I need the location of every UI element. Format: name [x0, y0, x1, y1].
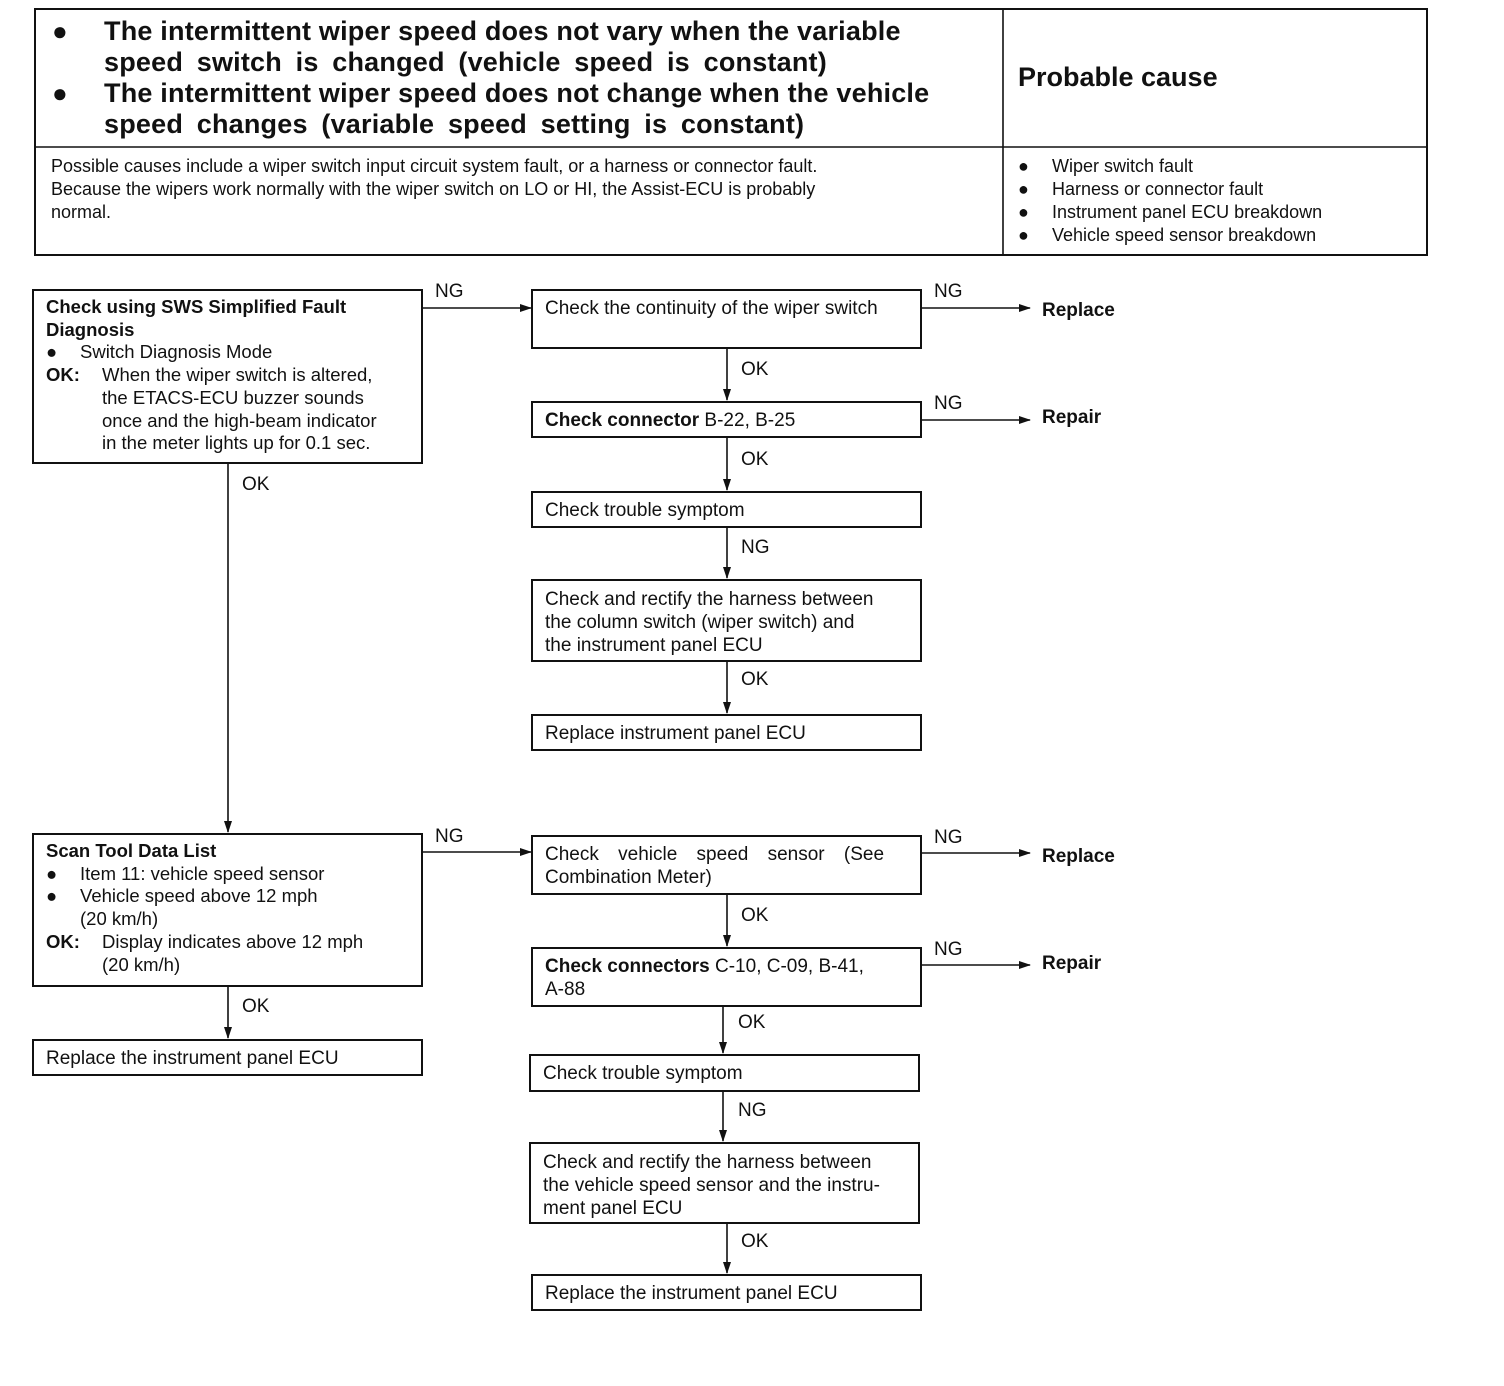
ok-label: OK — [741, 359, 769, 380]
ok-line: (20 km/h) — [102, 953, 181, 975]
harness-check-2-box: Check and rectify the harness between th… — [529, 1142, 920, 1224]
ok-label: OK — [741, 905, 769, 926]
ok-label: OK: — [46, 364, 80, 386]
cause-item: Harness or connector fault — [1052, 179, 1264, 199]
harness-line: the vehicle speed sensor and the instru- — [543, 1175, 880, 1196]
replace-ecu-left-text: Replace the instrument panel ECU — [46, 1048, 339, 1069]
cause-item: Wiper switch fault — [1052, 156, 1194, 176]
ng-label: NG — [934, 827, 963, 848]
scan-speed: Vehicle speed above 12 mph — [80, 885, 318, 907]
ng-label: NG — [741, 537, 770, 558]
scan-speed-metric: (20 km/h) — [80, 908, 159, 930]
ng-label: NG — [435, 281, 464, 302]
ok-label: OK — [242, 474, 270, 495]
scan-tool-box: Scan Tool Data List ● Item 11: vehicle sp… — [32, 833, 423, 987]
ng-label: NG — [934, 393, 963, 414]
trouble-symptom-text: Check trouble symptom — [545, 500, 745, 521]
connectors-ids: C-10, C-09, B-41, — [709, 956, 864, 977]
continuity-check-box: Check the continuity of the wiper switch — [531, 289, 922, 349]
replace-ecu-2-box: Replace the instrument panel ECU — [531, 1274, 922, 1311]
result-replace: Replace — [1042, 300, 1115, 321]
description-line-1: Possible causes include a wiper switch i… — [51, 156, 818, 176]
harness-check-box: Check and rectify the harness between th… — [531, 579, 922, 662]
sws-title-2: Diagnosis — [46, 318, 135, 340]
probable-cause-title: Probable cause — [1018, 62, 1218, 92]
trouble-symptom-2-text: Check trouble symptom — [543, 1063, 743, 1084]
sws-mode: Switch Diagnosis Mode — [80, 341, 273, 363]
scan-item: Item 11: vehicle speed sensor — [80, 862, 325, 884]
ok-line: the ETACS-ECU buzzer sounds — [102, 386, 364, 408]
sws-diagnosis-box: Check using SWS Simplified Fault Diagnos… — [32, 289, 423, 464]
sws-title: Check using SWS Simplified Fault — [46, 296, 347, 317]
symptom-1-line-1: The intermittent wiper speed does not va… — [104, 16, 901, 46]
speed-sensor-check-box: Check vehicle speed sensor (See Combinat… — [531, 835, 922, 895]
harness-line: ment panel ECU — [543, 1198, 683, 1219]
description-line-3: normal. — [51, 202, 112, 222]
harness-line: Check and rectify the harness between — [545, 589, 874, 610]
ok-label: OK — [738, 1012, 766, 1033]
ng-label: NG — [934, 281, 963, 302]
bullet-icon: ● — [52, 78, 68, 108]
bullet-icon: ● — [46, 341, 58, 363]
trouble-symptom-2-box: Check trouble symptom — [529, 1054, 920, 1092]
speed-sensor-line: Combination Meter) — [545, 867, 712, 888]
ng-label: NG — [934, 939, 963, 960]
harness-line: the instrument panel ECU — [545, 635, 763, 656]
ng-label: NG — [435, 826, 464, 847]
bullet-icon: ● — [52, 16, 68, 46]
connector-bold: Check connector — [545, 410, 700, 431]
ok-line: once and the high-beam indicator — [102, 409, 377, 431]
ok-label: OK: — [46, 930, 80, 952]
connectors-ids-2: A-88 — [545, 979, 586, 1000]
symptom-2-line-2: speed changes (variable speed setting is… — [104, 109, 805, 139]
bullet-icon: ● — [1018, 156, 1029, 176]
connector-check-box: Check connector B-22, B-25 — [531, 401, 922, 438]
replace-ecu-text: Replace instrument panel ECU — [545, 723, 806, 744]
bullet-icon: ● — [1018, 225, 1029, 245]
ok-label: OK — [741, 449, 769, 470]
ok-label: OK — [741, 1231, 769, 1252]
result-repair: Repair — [1042, 953, 1102, 974]
ok-label: OK — [741, 669, 769, 690]
symptom-2-line-1: The intermittent wiper speed does not ch… — [104, 78, 930, 108]
replace-ecu-2-text: Replace the instrument panel ECU — [545, 1283, 838, 1304]
symptom-table — [34, 8, 1428, 256]
connectors-bold: Check connectors — [545, 956, 710, 977]
description-line-2: Because the wipers work normally with th… — [51, 179, 816, 199]
bullet-icon: ● — [1018, 179, 1029, 199]
cause-item: Instrument panel ECU breakdown — [1052, 202, 1323, 222]
bullet-icon: ● — [1018, 202, 1029, 222]
bullet-icon: ● — [46, 885, 58, 907]
continuity-text: Check the continuity of the wiper switch — [545, 298, 878, 319]
replace-ecu-left-box: Replace the instrument panel ECU — [32, 1039, 423, 1076]
ok-label: OK — [242, 996, 270, 1017]
trouble-symptom-box: Check trouble symptom — [531, 491, 922, 528]
bullet-icon: ● — [46, 862, 58, 884]
result-replace: Replace — [1042, 846, 1115, 867]
harness-line: Check and rectify the harness between — [543, 1152, 872, 1173]
symptom-1-line-2: speed switch is changed (vehicle speed i… — [104, 47, 827, 77]
ok-line: Display indicates above 12 mph — [102, 930, 364, 952]
connectors-check-box: Check connectors C-10, C-09, B-41, A-88 — [531, 947, 922, 1007]
connector-ids: B-22, B-25 — [699, 410, 796, 431]
ng-label: NG — [738, 1100, 767, 1121]
scan-title: Scan Tool Data List — [46, 840, 217, 861]
cause-item: Vehicle speed sensor breakdown — [1052, 225, 1317, 245]
ok-line: in the meter lights up for 0.1 sec. — [102, 432, 371, 454]
result-repair: Repair — [1042, 407, 1102, 428]
ok-line: When the wiper switch is altered, — [102, 364, 373, 386]
replace-ecu-box: Replace instrument panel ECU — [531, 714, 922, 751]
speed-sensor-line: Check vehicle speed sensor (See — [545, 844, 885, 865]
harness-line: the column switch (wiper switch) and — [545, 612, 855, 633]
